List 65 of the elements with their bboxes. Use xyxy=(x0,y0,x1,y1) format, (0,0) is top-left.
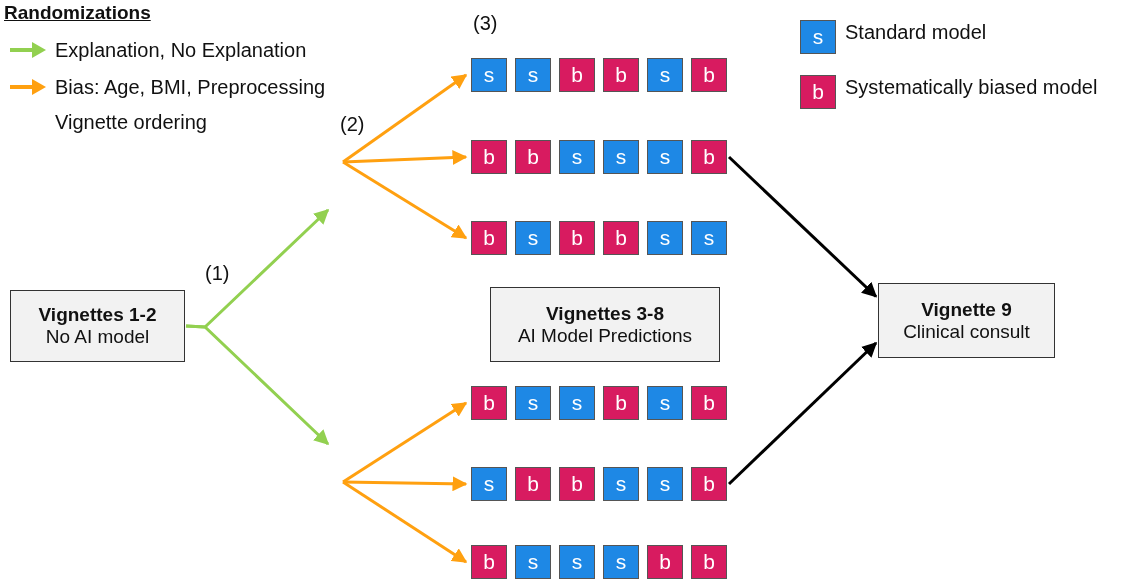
model-square: s xyxy=(515,221,551,255)
legend-label: Systematically biased model xyxy=(845,76,1098,99)
step-number: (1) xyxy=(205,262,230,285)
model-square: s xyxy=(515,386,551,420)
model-square: b xyxy=(603,386,639,420)
step-number: (2) xyxy=(340,113,365,136)
process-box xyxy=(878,283,1055,358)
arrow xyxy=(342,480,468,564)
model-square: b xyxy=(559,467,595,501)
model-square: b xyxy=(471,545,507,579)
model-square: s xyxy=(559,545,595,579)
model-square: s xyxy=(471,467,507,501)
arrow xyxy=(185,324,330,446)
model-square: s xyxy=(603,140,639,174)
arrow xyxy=(342,476,468,492)
legend-swatch: s xyxy=(800,20,836,54)
model-square: b xyxy=(691,545,727,579)
arrow xyxy=(727,341,878,486)
box-title: Vignette 9 xyxy=(921,298,1012,321)
model-square: b xyxy=(471,221,507,255)
model-square: b xyxy=(471,140,507,174)
model-square: b xyxy=(647,545,683,579)
model-square: b xyxy=(515,467,551,501)
step-number: (3) xyxy=(473,12,498,35)
process-box xyxy=(10,290,185,362)
model-square: b xyxy=(603,221,639,255)
model-square: s xyxy=(471,58,507,92)
model-square: b xyxy=(691,467,727,501)
model-square: s xyxy=(515,58,551,92)
arrow xyxy=(342,401,468,484)
model-square: b xyxy=(515,140,551,174)
model-square: s xyxy=(647,221,683,255)
legend-label: Explanation, No Explanation xyxy=(55,39,307,62)
legend-label: Standard model xyxy=(845,21,987,44)
model-square: s xyxy=(559,140,595,174)
process-box xyxy=(490,287,720,362)
legend-label: Vignette ordering xyxy=(55,111,207,134)
model-square: b xyxy=(559,221,595,255)
arrow xyxy=(727,155,878,298)
arrow xyxy=(342,150,468,166)
model-square: s xyxy=(515,545,551,579)
arrow xyxy=(342,73,468,164)
box-subtitle: No AI model xyxy=(45,326,150,348)
model-square: s xyxy=(647,386,683,420)
box-title: Vignettes 1-2 xyxy=(38,304,157,326)
model-square: b xyxy=(691,386,727,420)
model-square: s xyxy=(647,58,683,92)
model-square: b xyxy=(559,58,595,92)
model-square: b xyxy=(471,386,507,420)
model-square: s xyxy=(559,386,595,420)
model-square: s xyxy=(647,467,683,501)
model-square: s xyxy=(603,467,639,501)
model-square: b xyxy=(691,140,727,174)
model-square: s xyxy=(647,140,683,174)
box-subtitle: Clinical consult xyxy=(903,320,1030,343)
model-square: s xyxy=(691,221,727,255)
legend-label: Bias: Age, BMI, Preprocessing xyxy=(55,76,326,99)
model-square: b xyxy=(691,58,727,92)
legend-title: Randomizations xyxy=(4,2,151,24)
arrow xyxy=(342,160,468,240)
model-square: b xyxy=(603,58,639,92)
model-square: s xyxy=(603,545,639,579)
box-subtitle: AI Model Predictions xyxy=(517,324,693,347)
legend-swatch: b xyxy=(800,75,836,109)
box-title: Vignettes 3-8 xyxy=(546,302,664,325)
